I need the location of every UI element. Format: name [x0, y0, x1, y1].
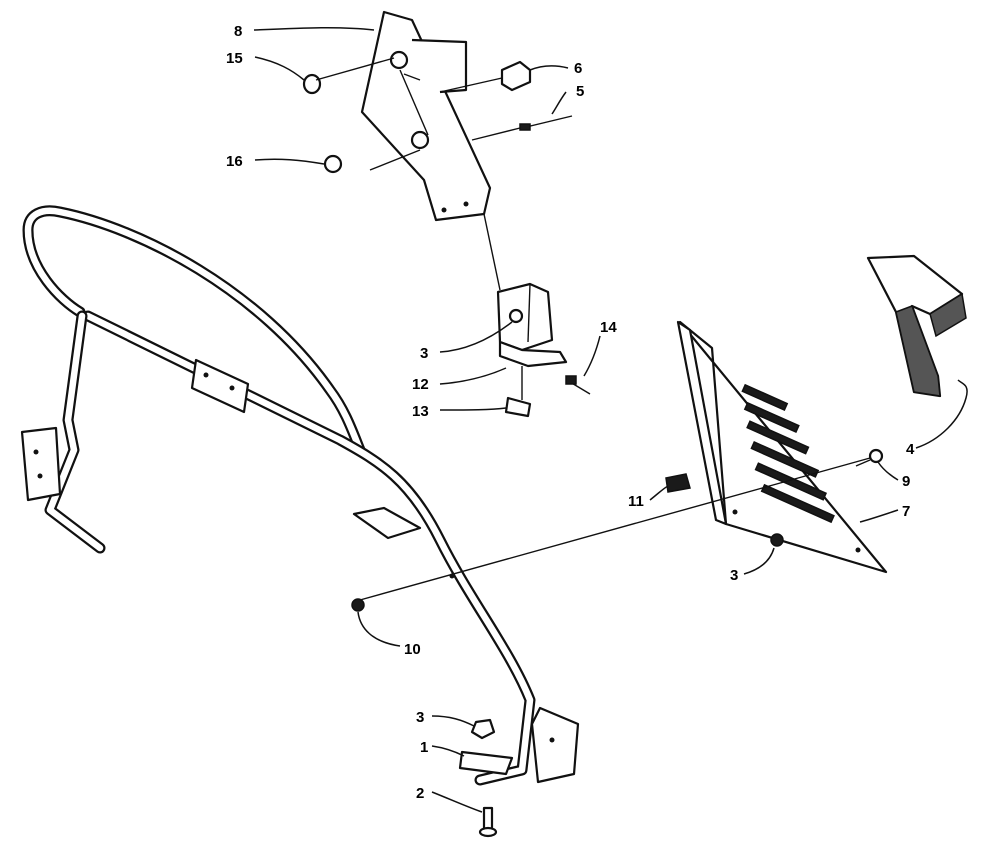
- callout-5: 5: [576, 83, 584, 100]
- callout-9: 9: [902, 473, 910, 490]
- callout-6: 6: [574, 60, 582, 77]
- callout-1: 1: [420, 739, 428, 756]
- callout-12: 12: [412, 376, 429, 393]
- callout-labels: 8 15 6 5 16 3 12 13 14 4 9 7 11 3 10 3 1…: [226, 23, 915, 802]
- foam-pad: [866, 254, 967, 398]
- callout-11: 11: [628, 493, 644, 510]
- callout-14: 14: [600, 319, 617, 336]
- upper-bracket-plate: [360, 10, 492, 222]
- tubular-frame: [20, 205, 580, 786]
- callout-13: 13: [412, 403, 429, 420]
- callout-8: 8: [234, 23, 242, 40]
- callout-3-bottom: 3: [416, 709, 424, 726]
- callout-10: 10: [404, 641, 421, 658]
- callout-2: 2: [416, 785, 424, 802]
- callout-3-right: 3: [730, 567, 738, 584]
- assembly-lines: [315, 57, 871, 601]
- callout-16: 16: [226, 153, 243, 170]
- leader-lines: [253, 26, 968, 813]
- callout-7: 7: [902, 503, 910, 520]
- callout-4: 4: [906, 441, 915, 458]
- vented-side-panel: [676, 320, 888, 574]
- panel-vent-slots: [741, 383, 835, 524]
- callout-3-upper: 3: [420, 345, 428, 362]
- callout-15: 15: [226, 50, 243, 67]
